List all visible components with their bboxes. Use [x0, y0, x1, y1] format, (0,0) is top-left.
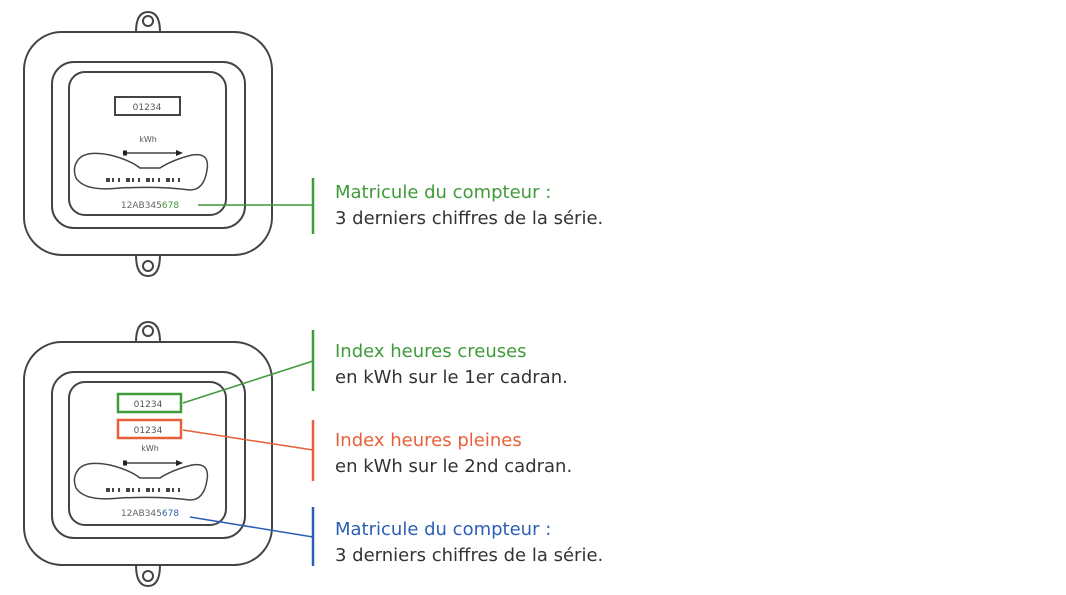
display-value: 01234: [133, 103, 162, 113]
label-title: Index heures pleines: [335, 430, 522, 451]
unit-label: kWh: [139, 135, 157, 144]
peak-display: [116, 418, 183, 440]
peak-leader-line: [182, 429, 314, 451]
dual-rate-meter: 01234 01234 kWh 12AB345678: [22, 320, 315, 588]
label-text: 3 derniers chiffres de la série.: [335, 208, 604, 229]
label-title: Index heures creuses: [335, 341, 527, 362]
serial-number: 12AB345678: [121, 509, 179, 519]
off-peak-display: [116, 392, 183, 414]
peak-label: Index heures pleines en kWh sur le 2nd c…: [335, 428, 572, 480]
single-rate-meter: 01234 kWh 12AB345678: [22, 10, 315, 278]
peak-value: 01234: [134, 426, 163, 436]
label-text: en kWh sur le 2nd cadran.: [335, 456, 573, 477]
off-peak-label: Index heures creuses en kWh sur le 1er c…: [335, 339, 568, 391]
label-text: 3 derniers chiffres de la série.: [335, 545, 604, 566]
label-text: en kWh sur le 1er cadran.: [335, 367, 568, 388]
meter-display: [114, 96, 181, 116]
serial-number: 12AB345678: [121, 201, 179, 211]
label-title: Matricule du compteur :: [335, 519, 552, 540]
meter2-serial-label: Matricule du compteur : 3 derniers chiff…: [335, 517, 603, 569]
serial-leader-line: [189, 516, 314, 538]
off-peak-leader-line: [182, 360, 314, 404]
unit-label: kWh: [141, 444, 159, 453]
meter1-serial-label: Matricule du compteur : 3 derniers chiff…: [335, 180, 603, 232]
label-title: Matricule du compteur :: [335, 182, 552, 203]
off-peak-value: 01234: [134, 400, 163, 410]
